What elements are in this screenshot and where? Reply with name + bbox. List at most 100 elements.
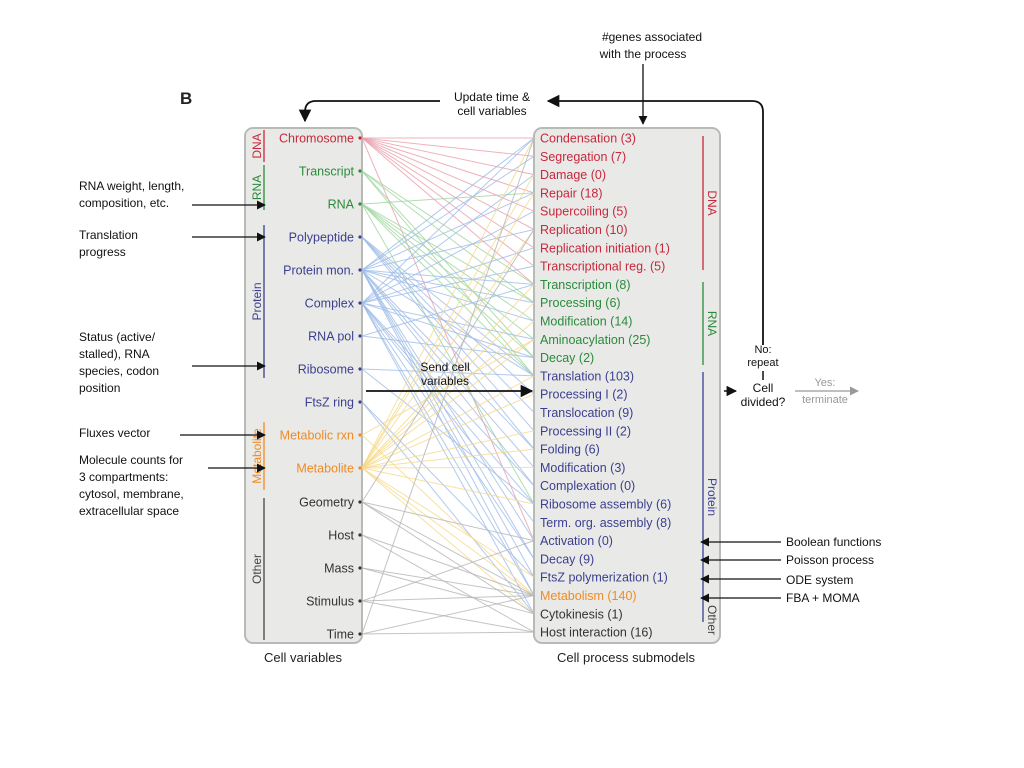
- cell-variable-protein-mon: Protein mon.: [283, 264, 354, 278]
- cell-variable-dot: [358, 202, 362, 206]
- cell-variable-dot: [358, 533, 362, 537]
- submodel-folding-6: Folding (6): [540, 443, 600, 457]
- connection-line: [361, 269, 535, 578]
- left-group-label-rna: RNA: [250, 175, 264, 200]
- no-label-line-2: repeat: [747, 357, 778, 369]
- cell-variable-dot: [358, 268, 362, 272]
- send-note-line-1: Send cell: [420, 360, 469, 374]
- cell-variable-host: Host: [328, 529, 354, 543]
- connection-line: [361, 567, 535, 615]
- connection-line: [361, 137, 535, 194]
- connection-line: [361, 203, 535, 377]
- submodel-term-org-assembly-8: Term. org. assembly (8): [540, 516, 671, 530]
- svg-text:cytosol, membrane,: cytosol, membrane,: [79, 487, 184, 501]
- connection-line: [361, 467, 535, 578]
- cell-variable-dot: [358, 136, 362, 140]
- submodel-host-interaction-16: Host interaction (16): [540, 626, 653, 640]
- connection-line: [361, 269, 535, 541]
- right-group-label-dna: DNA: [705, 190, 719, 215]
- connection-line: [361, 567, 535, 596]
- connection-line: [361, 401, 535, 578]
- update-loop-arrow-right: [546, 94, 764, 345]
- connection-line: [361, 269, 535, 450]
- left-group-label-metabolite: Metabolite: [250, 428, 264, 484]
- connection-line: [361, 236, 535, 377]
- connection-line: [361, 137, 535, 249]
- connection-line: [361, 170, 535, 285]
- process-submodels-panel: [533, 127, 721, 644]
- submodel-processing-i-2: Processing I (2): [540, 388, 628, 402]
- connection-line: [361, 137, 535, 635]
- connection-line: [361, 247, 535, 304]
- connection-line: [361, 501, 535, 542]
- cell-variable-metabolic-rxn: Metabolic rxn: [280, 429, 354, 443]
- cell-variable-dot: [358, 599, 362, 603]
- annotation-poisson-process: Poisson process: [700, 553, 874, 567]
- connection-line: [361, 192, 535, 205]
- connection-line: [361, 174, 535, 304]
- cell-variable-dot: [358, 235, 362, 239]
- connection-line: [361, 467, 535, 615]
- cell-variable-dot: [358, 566, 362, 570]
- send-note-line-2: variables: [421, 374, 469, 388]
- svg-text:species, codon: species, codon: [79, 364, 159, 378]
- connection-line: [361, 203, 535, 304]
- connection-line: [361, 203, 535, 505]
- svg-text:stalled), RNA: stalled), RNA: [79, 347, 150, 361]
- connection-line: [361, 174, 535, 469]
- connection-line: [361, 269, 535, 285]
- connection-line: [361, 269, 535, 596]
- connection-line: [361, 595, 535, 602]
- connection-line: [361, 192, 535, 271]
- cell-variable-dot: [358, 500, 362, 504]
- submodel-complexation-0: Complexation (0): [540, 479, 635, 493]
- svg-text:FBA + MOMA: FBA + MOMA: [786, 591, 860, 605]
- connection-line: [361, 229, 535, 271]
- connection-line: [361, 466, 535, 469]
- right-group-label-protein: Protein: [705, 478, 719, 516]
- svg-text:composition, etc.: composition, etc.: [79, 196, 169, 210]
- connection-line: [361, 631, 535, 635]
- svg-text:Boolean functions: Boolean functions: [786, 535, 881, 549]
- connection-line: [361, 137, 535, 469]
- submodel-segregation-7: Segregation (7): [540, 150, 626, 164]
- cell-variable-rna-pol: RNA pol: [308, 330, 354, 344]
- cell-variable-geometry: Geometry: [299, 496, 355, 510]
- svg-text:progress: progress: [79, 245, 126, 259]
- submodel-translation-103: Translation (103): [540, 369, 634, 383]
- svg-text:Translation: Translation: [79, 228, 138, 242]
- submodel-activation-0: Activation (0): [540, 534, 613, 548]
- connection-line: [361, 137, 535, 157]
- cell-variable-dot: [358, 632, 362, 636]
- yes-label-line-1: Yes:: [814, 377, 835, 389]
- submodel-condensation-3: Condensation (3): [540, 132, 636, 146]
- right-group-label-rna: RNA: [705, 311, 719, 336]
- connection-line: [361, 137, 535, 230]
- cell-variable-polypeptide: Polypeptide: [289, 231, 354, 245]
- cell-variables-list: ChromosomeTranscriptRNAPolypeptideProtei…: [279, 132, 362, 642]
- cell-variable-dot: [358, 400, 362, 404]
- submodel-ftsz-polymerization-1: FtsZ polymerization (1): [540, 571, 668, 585]
- connection-line: [361, 236, 535, 413]
- cell-variables-caption: Cell variables: [264, 650, 343, 665]
- cell-divided-line-1: Cell: [753, 381, 774, 395]
- svg-text:extracellular space: extracellular space: [79, 504, 179, 518]
- cell-variable-dot: [358, 169, 362, 173]
- submodel-repair-18: Repair (18): [540, 186, 603, 200]
- connection-line: [361, 600, 535, 633]
- top-note-line-2: with the process: [599, 47, 687, 61]
- cell-variable-dot: [358, 367, 362, 371]
- cell-variable-ftsz-ring: FtsZ ring: [305, 396, 354, 410]
- cell-variable-dot: [358, 433, 362, 437]
- submodel-supercoiling-5: Supercoiling (5): [540, 205, 628, 219]
- submodel-damage-0: Damage (0): [540, 168, 606, 182]
- connection-line: [361, 269, 535, 322]
- cell-variable-complex: Complex: [305, 297, 355, 311]
- cell-variable-metabolite: Metabolite: [296, 462, 354, 476]
- submodel-decay-9: Decay (9): [540, 552, 594, 566]
- cell-variable-chromosome: Chromosome: [279, 132, 354, 146]
- connection-line: [361, 137, 535, 285]
- submodel-replication-initiation-1: Replication initiation (1): [540, 241, 670, 255]
- submodel-modification-3: Modification (3): [540, 461, 625, 475]
- update-note-line-2: cell variables: [457, 104, 526, 118]
